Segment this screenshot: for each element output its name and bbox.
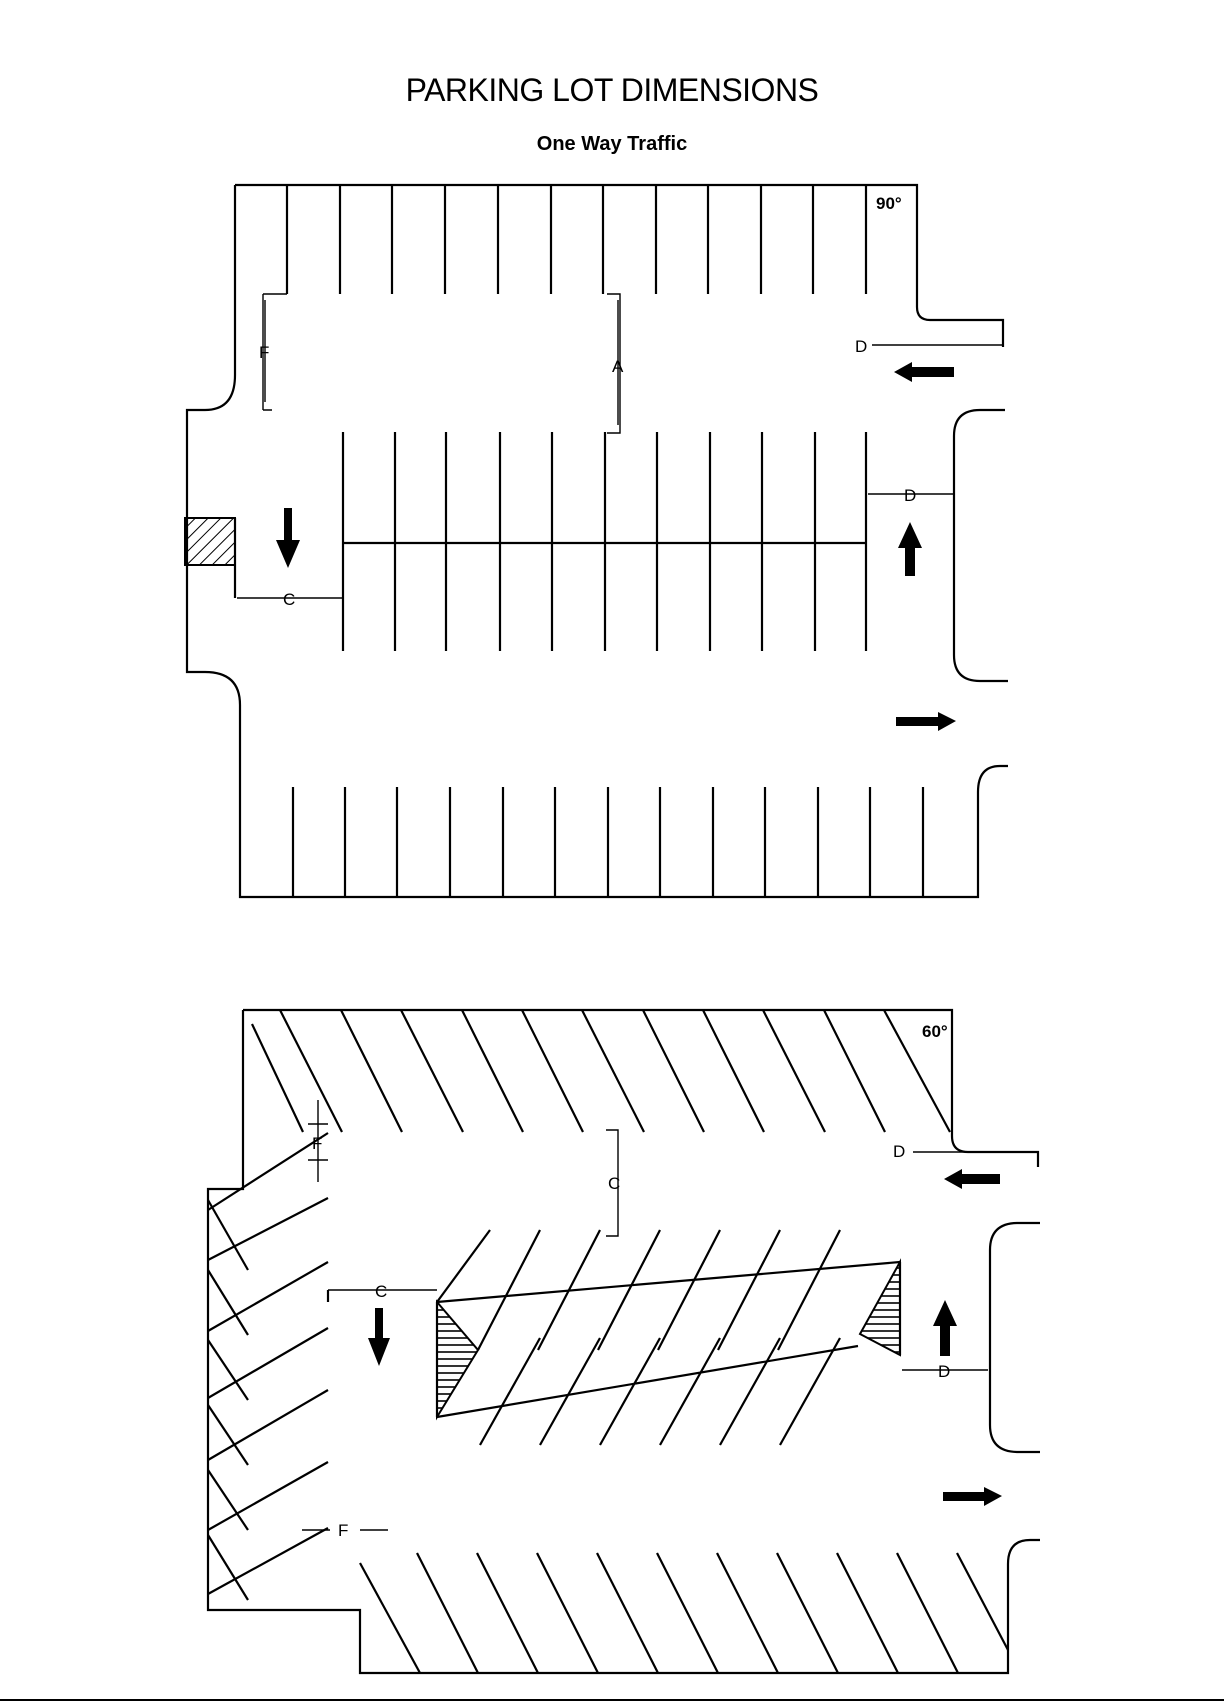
d-dimension-label-top: D bbox=[893, 1142, 905, 1161]
d-dimension-label-middle: D bbox=[938, 1362, 950, 1381]
f-dimension-label: F bbox=[259, 343, 269, 362]
arrow-left-icon bbox=[894, 362, 954, 382]
f-dimension-label-top: F bbox=[312, 1134, 322, 1153]
arrow-up-icon bbox=[898, 522, 922, 576]
arrow-left-icon bbox=[944, 1169, 1000, 1189]
arrow-right-icon bbox=[943, 1487, 1002, 1506]
diagram-60-degree: F C D bbox=[206, 1008, 1040, 1675]
diagram-90-degree: F A D C D bbox=[184, 183, 1008, 899]
top-row-stalls bbox=[251, 1009, 951, 1133]
d-dimension-label-top: D bbox=[855, 337, 867, 356]
left-side-stalls bbox=[207, 1132, 329, 1601]
angle-label-90: 90° bbox=[876, 194, 902, 213]
angle-label-60: 60° bbox=[922, 1022, 948, 1041]
middle-double-row-stalls bbox=[341, 432, 868, 651]
d-dimension-label-middle: D bbox=[904, 486, 916, 505]
middle-herringbone-stalls bbox=[435, 1229, 902, 1446]
c-dimension-label-center: C bbox=[608, 1174, 620, 1193]
bottom-row-stalls bbox=[359, 1552, 1009, 1674]
arrow-down-icon bbox=[276, 508, 300, 568]
hatched-island bbox=[184, 517, 236, 566]
page-subtitle: One Way Traffic bbox=[536, 133, 688, 155]
page-title: PARKING LOT DIMENSIONS bbox=[405, 72, 819, 108]
a-dimension-label: A bbox=[612, 357, 624, 376]
arrow-right-icon bbox=[896, 712, 956, 731]
lot-boundary bbox=[185, 183, 1008, 899]
top-row-stalls bbox=[285, 185, 868, 294]
lot-boundary bbox=[206, 1008, 1040, 1675]
arrow-down-icon bbox=[368, 1308, 390, 1366]
bottom-row-stalls bbox=[291, 787, 925, 897]
arrow-up-icon bbox=[933, 1300, 957, 1356]
f-dimension-label-bottom: F bbox=[338, 1521, 348, 1540]
c-dimension-label-left: C bbox=[375, 1282, 387, 1301]
c-dimension-label: C bbox=[283, 590, 295, 609]
